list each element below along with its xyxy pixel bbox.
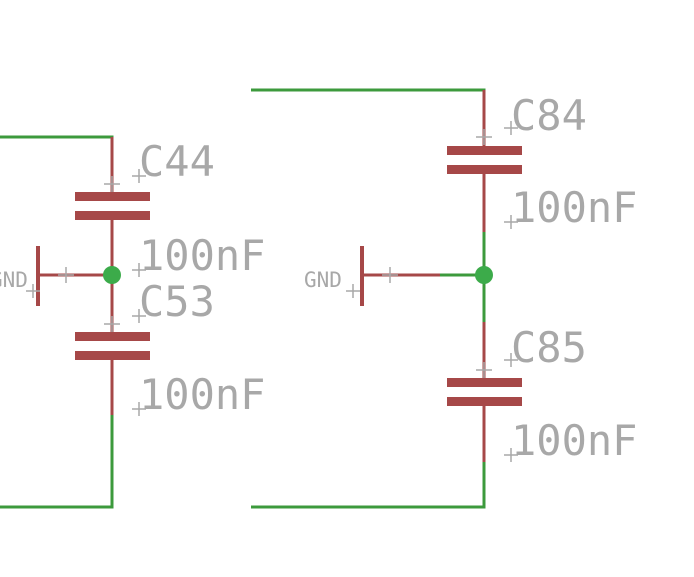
wire-right-top[interactable] [251, 88, 486, 120]
c85-plate-top[interactable] [447, 378, 522, 387]
origin-cross-gnd-left-label [26, 284, 40, 298]
c85-name-label: C85 [511, 323, 587, 372]
junction-right[interactable] [475, 266, 493, 284]
origin-cross-c85-name [504, 353, 518, 367]
origin-cross-c84-value [504, 215, 518, 229]
origin-cross-c53-top [104, 316, 120, 332]
right-net: C84 100nF C85 100nF GND [251, 88, 637, 509]
c53-plate-top[interactable] [75, 332, 150, 341]
c84-value-label: 100nF [511, 183, 637, 232]
c84-plate-bottom[interactable] [447, 165, 522, 174]
origin-cross-gnd-right-label [346, 284, 360, 298]
c53-value-label: 100nF [139, 370, 265, 419]
wire-right-bottom[interactable] [251, 462, 486, 509]
origin-cross-gnd-right-pin [382, 267, 398, 283]
wire-left-top[interactable] [0, 135, 114, 162]
wire-right-middle[interactable] [440, 232, 486, 277]
origin-cross-c85-top [476, 362, 492, 378]
origin-cross-c53-value [132, 402, 146, 416]
c53-plate-bottom[interactable] [75, 351, 150, 360]
c53-name-label: C53 [139, 277, 215, 326]
origin-cross-gnd-left-pin [58, 267, 74, 283]
origin-cross-c44-name [132, 169, 146, 183]
origin-cross-c44-top [104, 176, 120, 192]
c44-plate-top[interactable] [75, 192, 150, 201]
c85-plate-bottom[interactable] [447, 397, 522, 406]
left-net: C44 100nF C53 100nF GND [0, 135, 265, 509]
wire-left-bottom[interactable] [0, 415, 114, 509]
junction-left[interactable] [103, 266, 121, 284]
c84-name-label: C84 [511, 91, 587, 140]
origin-cross-c85-value [504, 448, 518, 462]
c85-value-label: 100nF [511, 416, 637, 465]
origin-cross-c84-top [476, 129, 492, 145]
origin-cross-c84-name [504, 121, 518, 135]
gnd-left-label: GND [0, 268, 28, 292]
origin-cross-c44-value [132, 263, 146, 277]
c84-plate-top[interactable] [447, 146, 522, 155]
gnd-right-label: GND [304, 268, 342, 292]
origin-cross-c53-name [132, 309, 146, 323]
c44-name-label: C44 [139, 137, 215, 186]
c44-plate-bottom[interactable] [75, 211, 150, 220]
c44-value-label: 100nF [139, 231, 265, 280]
